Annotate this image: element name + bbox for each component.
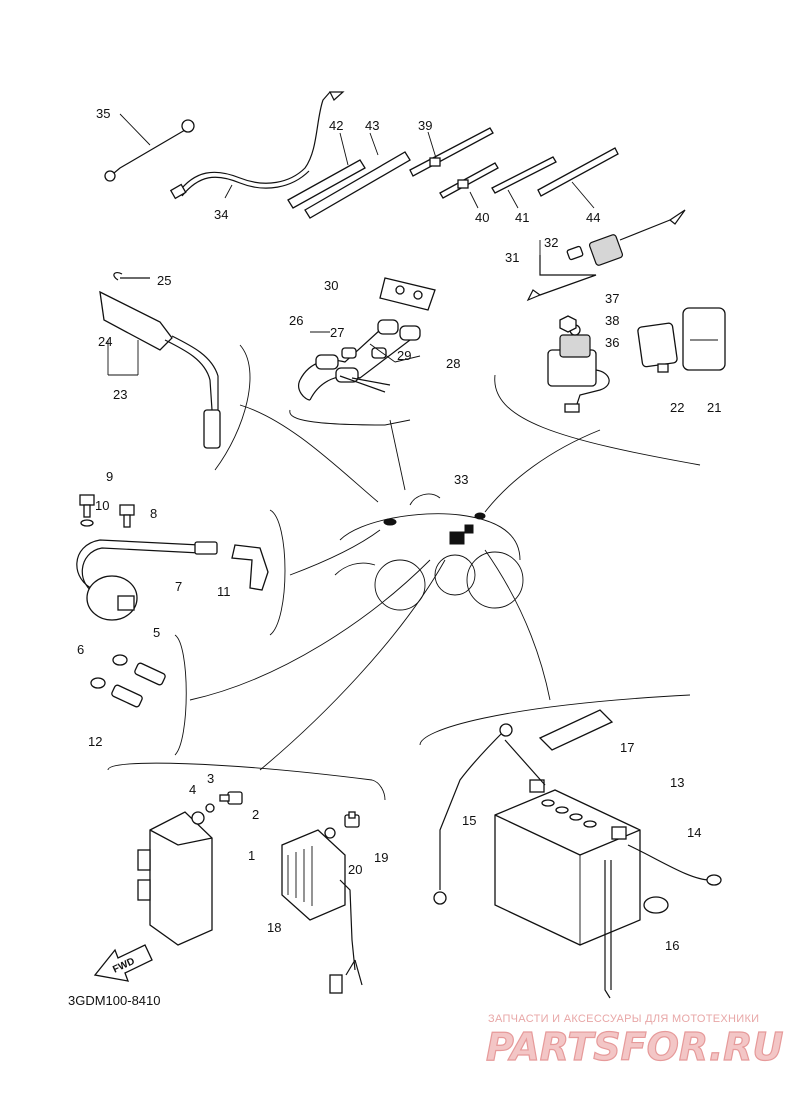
cover-21 — [682, 307, 726, 371]
switch-12 — [111, 684, 143, 708]
part-number-label: 15 — [462, 813, 476, 828]
bolt-9 — [79, 494, 95, 518]
part-number-label: 33 — [454, 472, 468, 487]
cable-tie-41 — [491, 156, 557, 209]
part-number-label: 8 — [150, 506, 157, 521]
part-number-label: 40 — [475, 210, 489, 225]
cdi-unit-1 — [137, 811, 213, 946]
washer-3 — [205, 803, 215, 813]
band-43 — [304, 151, 411, 219]
part-number-label: 21 — [707, 400, 721, 415]
fuse-box-22 — [637, 322, 678, 373]
fwd-arrow-icon: FWD — [93, 944, 153, 982]
watermark-tagline: ЗАПЧАСТИ И АКСЕССУАРЫ ДЛЯ МОТОТЕХНИКИ — [488, 1013, 759, 1025]
ignition-coil-7 — [76, 539, 269, 621]
washer-10 — [80, 519, 94, 527]
part-number-label: 9 — [106, 469, 113, 484]
part-number-label: 44 — [586, 210, 600, 225]
bolt-19 — [344, 811, 360, 828]
part-number-label: 13 — [670, 775, 684, 790]
spark-plug-cap-23 — [99, 271, 221, 449]
part-number-label: 12 — [88, 734, 102, 749]
part-number-label: 36 — [605, 335, 619, 350]
part-number-label: 19 — [374, 850, 388, 865]
part-number-label: 35 — [96, 106, 110, 121]
part-number-label: 18 — [267, 920, 281, 935]
fuse-holder-26 — [298, 319, 421, 401]
part-number-label: 14 — [687, 825, 701, 840]
washer-20 — [324, 827, 336, 839]
part-number-label: 6 — [77, 642, 84, 657]
part-number-label: 25 — [157, 273, 171, 288]
battery-13 — [494, 779, 641, 946]
part-number-label: 34 — [214, 207, 228, 222]
part-number-label: 5 — [153, 625, 160, 640]
part-number-label: 20 — [348, 862, 362, 877]
part-number-label: 22 — [670, 400, 684, 415]
band-42 — [287, 159, 366, 209]
part-number-label: 43 — [365, 118, 379, 133]
part-number-label: 32 — [544, 235, 558, 250]
part-number-label: 7 — [175, 579, 182, 594]
part-number-label: 41 — [515, 210, 529, 225]
part-number-label: 42 — [329, 118, 343, 133]
battery-cable-15 — [433, 723, 546, 905]
part-number-label: 17 — [620, 740, 634, 755]
relay-36 — [547, 315, 610, 413]
bolt-8 — [119, 504, 135, 528]
cable-tie-39 — [409, 127, 494, 177]
wire-harness-34 — [169, 91, 345, 200]
part-number-label: 4 — [189, 782, 196, 797]
part-number-label: 11 — [217, 584, 231, 599]
part-number-label: 1 — [248, 848, 255, 863]
battery-band-17 — [538, 709, 614, 751]
battery-cable-14 — [627, 844, 722, 914]
vehicle-silhouette — [334, 493, 524, 611]
part-number-label: 31 — [505, 250, 519, 265]
cable-tie-40 — [439, 162, 499, 209]
part-number-label: 26 — [289, 313, 303, 328]
washer-4 — [191, 811, 205, 825]
part-number-label: 38 — [605, 313, 619, 328]
part-number-label: 27 — [330, 325, 344, 340]
part-number-label: 28 — [446, 356, 460, 371]
part-number-label: 30 — [324, 278, 338, 293]
starter-relay-31 — [526, 209, 686, 302]
part-number-label: 16 — [665, 938, 679, 953]
part-number-label: 3 — [207, 771, 214, 786]
part-number-label: 10 — [95, 498, 109, 513]
cable-tie-44 — [537, 147, 619, 209]
rectifier-regulator-18 — [281, 829, 363, 994]
drawing-code: 3GDM100-8410 — [68, 993, 161, 1008]
part-number-label: 29 — [397, 348, 411, 363]
bolt-2 — [219, 791, 243, 805]
wire-lead-35 — [104, 113, 195, 182]
part-number-label: 39 — [418, 118, 432, 133]
part-number-label: 24 — [98, 334, 112, 349]
watermark-logo: PARTSFOR.RU — [486, 1025, 784, 1069]
part-number-label: 37 — [605, 291, 619, 306]
switch-5 — [90, 654, 166, 689]
part-number-label: 23 — [113, 387, 127, 402]
fuse-bracket-30 — [379, 277, 436, 311]
part-number-label: 2 — [252, 807, 259, 822]
vent-hose-16 — [604, 860, 612, 999]
